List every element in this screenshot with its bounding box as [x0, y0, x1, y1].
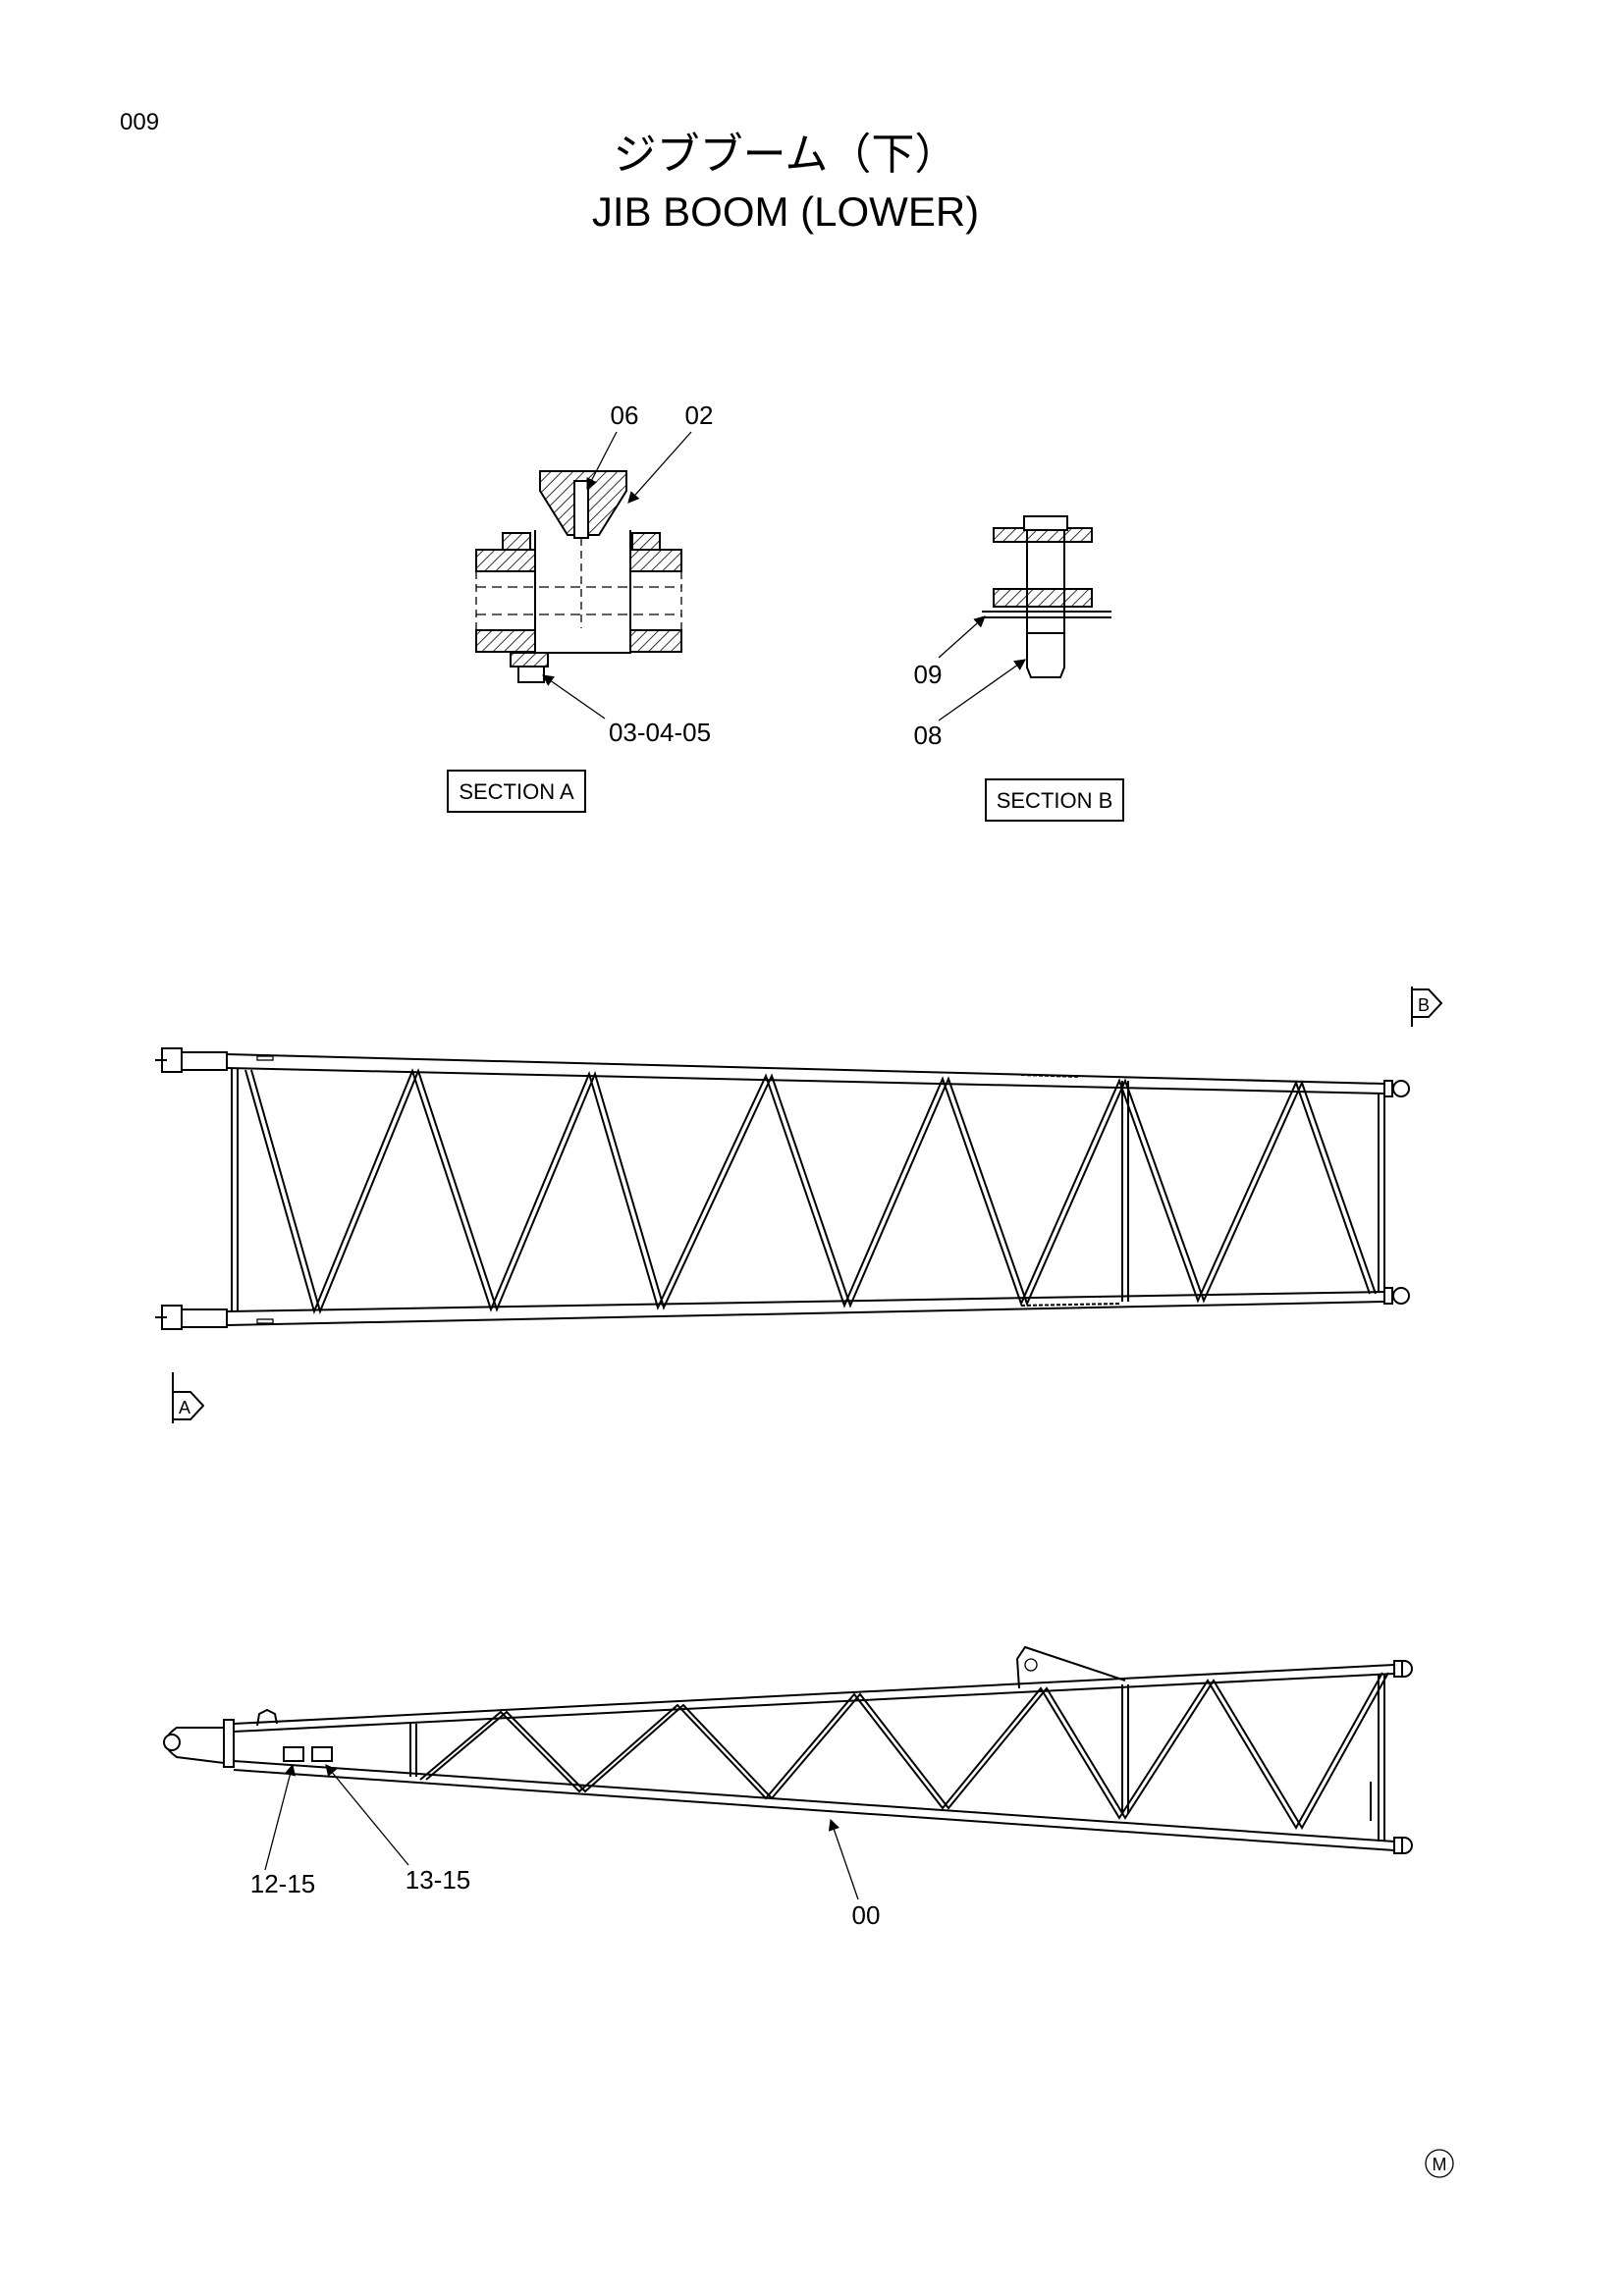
- leader-08: [938, 659, 1026, 721]
- callout-09: 09: [914, 660, 943, 689]
- callout-06: 06: [611, 400, 639, 430]
- leader-02: [627, 431, 692, 504]
- view-marker-a-letter: A: [179, 1398, 190, 1417]
- callout-02: 02: [685, 400, 714, 430]
- jib-boom-side-view: [163, 1645, 1413, 1854]
- manufacturer-mark: M: [1433, 2155, 1447, 2174]
- section-a-label: SECTION A: [459, 779, 574, 804]
- leader-09: [938, 615, 986, 659]
- title-japanese: ジブブーム（下）: [614, 131, 958, 179]
- manufacturer-mark-circle: [1425, 2149, 1454, 2178]
- title-english: JIB BOOM (LOWER): [592, 188, 979, 235]
- callout-08: 08: [914, 721, 943, 750]
- section-a-detail: [475, 470, 682, 683]
- jib-boom-top-view: [155, 1047, 1410, 1330]
- section-b-label-box: [985, 778, 1124, 822]
- callout-13-15: 13-15: [406, 1865, 471, 1895]
- leader-12-15: [264, 1763, 296, 1871]
- leader-06: [586, 431, 618, 491]
- section-b-label: SECTION B: [997, 788, 1113, 813]
- callout-03-04-05: 03-04-05: [609, 718, 711, 747]
- page-number: 009: [120, 109, 159, 135]
- section-b-detail: [982, 515, 1111, 678]
- view-marker-b-letter: B: [1418, 995, 1430, 1015]
- leader-13-15: [325, 1764, 409, 1866]
- view-marker-a: A: [172, 1372, 205, 1423]
- callout-12-15: 12-15: [250, 1869, 316, 1898]
- leader-00: [828, 1818, 859, 1900]
- section-a-label-box: [447, 770, 586, 813]
- view-marker-b: B: [1411, 987, 1443, 1027]
- callout-00: 00: [852, 1900, 881, 1930]
- leader-03-04-05: [542, 674, 606, 720]
